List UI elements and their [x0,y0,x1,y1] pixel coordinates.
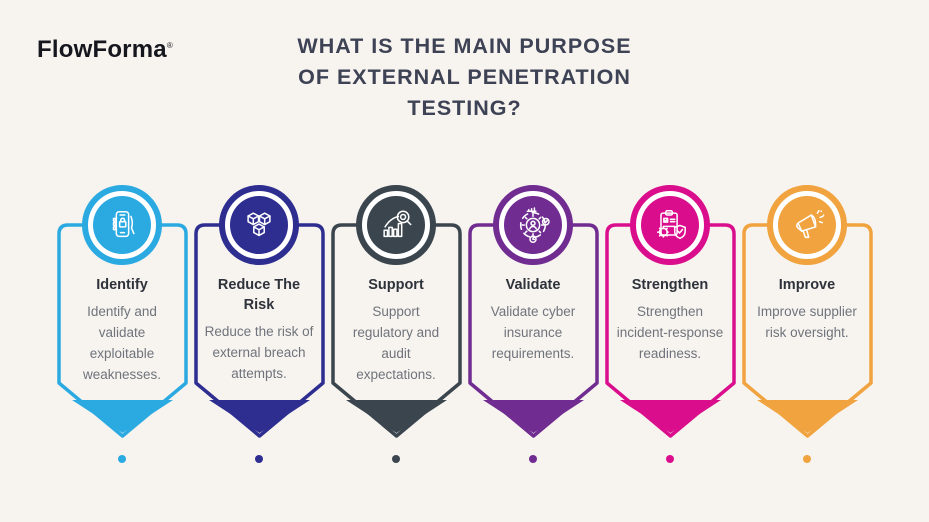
phone-security-icon [112,210,135,238]
card-body: Improve supplier risk oversight. [757,304,857,340]
card-icon-badge [767,185,847,265]
card-dot [529,455,537,463]
card-icon-circle [504,196,562,254]
card-chevron [482,400,584,433]
card-pennant-outline [193,223,325,438]
card-text: Support Support regulatory and audit exp… [331,275,462,385]
card-dot [255,455,263,463]
card-heading: Improve [778,277,836,293]
card-pennant-outline [330,223,462,438]
card-icon-circle [367,196,425,254]
card-chevron [71,400,173,433]
card-icon-circle [778,196,836,254]
title-line-2: OF EXTERNAL PENETRATION [298,65,631,89]
cubes-icon [247,212,271,237]
card-icon-badge [356,185,436,265]
card-icon-badge [493,185,573,265]
card-chevron [345,400,447,433]
process-validation-icon [519,207,550,243]
card-heading: Validate [505,277,561,293]
card-body: Identify and validate exploitable weakne… [82,304,162,382]
card-icon-badge [219,185,299,265]
card-pennant-outline [467,223,599,438]
card-pennant-outline [741,223,873,438]
card-dot [803,455,811,463]
megaphone-icon [796,209,825,239]
card-icon-badge [82,185,162,265]
card-pennant-outline [56,223,188,438]
title-line-1: WHAT IS THE MAIN PURPOSE [297,34,632,58]
card-chevron [756,400,858,433]
card-validate: Validate Validate cyber insurance requir… [467,185,599,475]
card-text: Improve Improve supplier risk oversight. [742,275,873,343]
flowforma-logo: FlowForma® [37,36,173,64]
card-text: Identify Identify and validate exploitab… [57,275,188,385]
card-text: Validate Validate cyber insurance requir… [468,275,599,364]
card-support: Support Support regulatory and audit exp… [330,185,462,475]
registered-mark: ® [166,41,173,50]
card-improve: Improve Improve supplier risk oversight. [741,185,873,475]
card-dot [666,455,674,463]
card-icon-circle [641,196,699,254]
card-reduce-the-risk: Reduce The Risk Reduce the risk of exter… [193,185,325,475]
title-line-3: TESTING? [407,96,522,120]
card-identify: Identify Identify and validate exploitab… [56,185,188,475]
card-heading: Reduce The Risk [217,277,301,313]
card-chevron [208,400,310,433]
card-heading: Strengthen [631,277,709,293]
card-body: Strengthen incident-response readiness. [616,304,724,361]
card-text: Reduce The Risk Reduce the risk of exter… [194,275,325,384]
card-icon-circle [93,196,151,254]
card-body: Reduce the risk of external breach attem… [204,324,314,381]
card-pennant-outline [604,223,736,438]
card-strengthen: Strengthen Strengthen incident-response … [604,185,736,475]
cards-row: Identify Identify and validate exploitab… [56,185,873,475]
logo-text: FlowForma [37,36,167,63]
card-text: Strengthen Strengthen incident-response … [605,275,736,364]
chart-search-icon [383,210,412,238]
card-heading: Identify [96,277,148,293]
card-chevron [619,400,721,433]
card-body: Validate cyber insurance requirements. [490,304,576,361]
card-dot [392,455,400,463]
card-heading: Support [368,277,424,293]
card-icon-badge [630,185,710,265]
card-dot [118,455,126,463]
checklist-shield-icon [656,210,686,240]
page-title: WHAT IS THE MAIN PURPOSE OF EXTERNAL PEN… [0,31,929,124]
card-body: Support regulatory and audit expectation… [352,304,440,382]
card-icon-circle [230,196,288,254]
